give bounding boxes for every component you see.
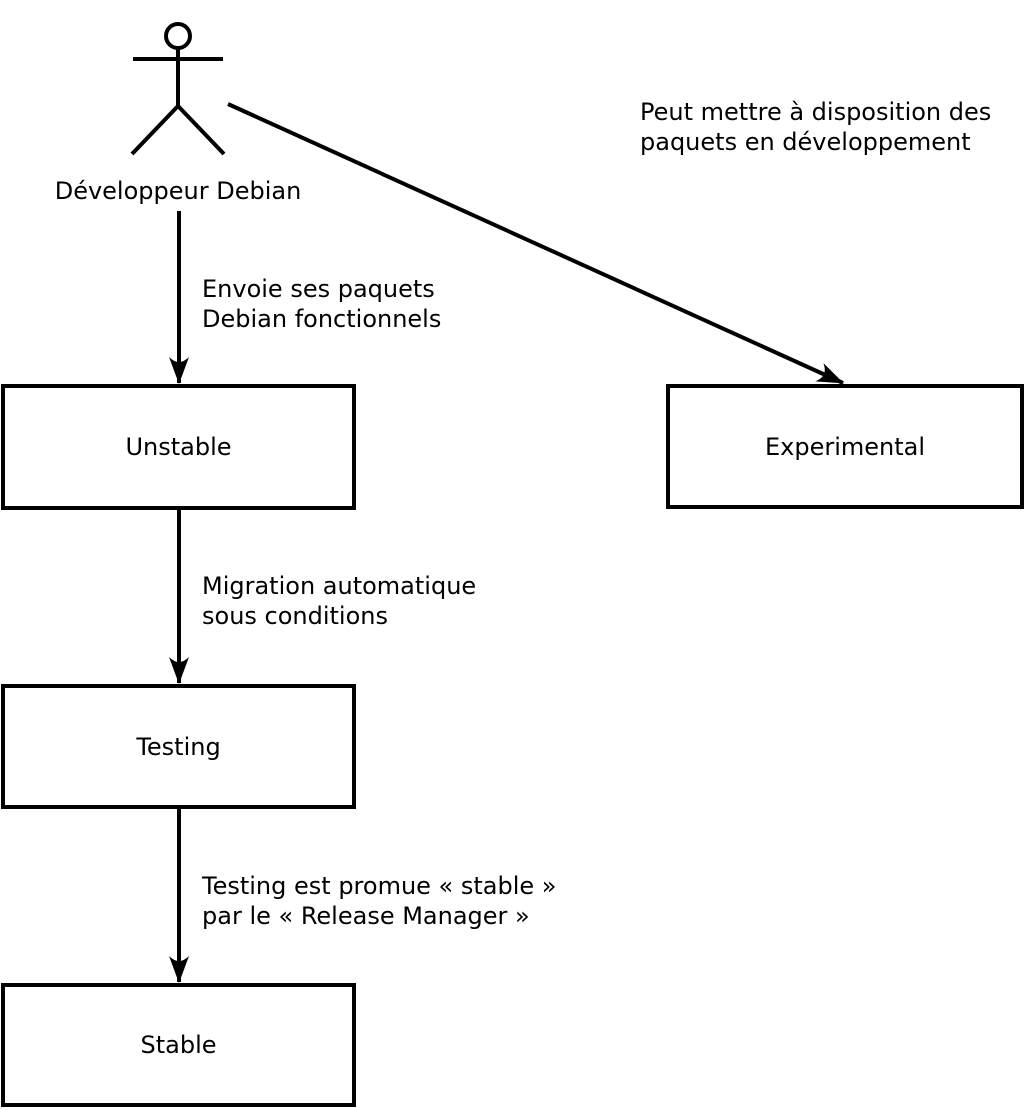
node-unstable: Unstable <box>1 384 356 510</box>
node-stable: Stable <box>1 983 356 1107</box>
edge-label-line: Testing est promue « stable » <box>202 872 557 900</box>
actor-label: Développeur Debian <box>54 177 302 205</box>
actor-right-leg <box>176 104 226 156</box>
node-experimental-label: Experimental <box>764 432 926 461</box>
edge-label-line: Debian fonctionnels <box>202 305 442 333</box>
node-stable-label: Stable <box>140 1031 217 1059</box>
edge-label-actor-to-unstable: Envoie ses paquets Debian fonctionnels <box>202 274 441 334</box>
edge-label-line: Peut mettre à disposition des <box>640 98 992 126</box>
edge-label-testing-to-stable: Testing est promue « stable » par le « R… <box>202 871 556 931</box>
edge-label-unstable-to-testing: Migration automatique sous conditions <box>202 571 476 631</box>
edge-label-actor-to-experimental: Peut mettre à disposition des paquets en… <box>640 97 991 157</box>
arrow-actor-to-experimental <box>227 102 844 385</box>
node-experimental: Experimental <box>666 384 1024 509</box>
actor-icon <box>130 22 226 156</box>
edge-label-line: Migration automatique <box>202 572 477 600</box>
edge-label-line: sous conditions <box>202 602 388 630</box>
node-testing-label: Testing <box>136 732 221 761</box>
actor-head <box>164 22 192 50</box>
edge-label-line: Envoie ses paquets <box>202 275 435 303</box>
node-unstable-label: Unstable <box>125 433 232 461</box>
actor-left-leg <box>130 104 180 156</box>
node-testing: Testing <box>1 684 356 809</box>
edge-label-line: par le « Release Manager » <box>202 902 530 930</box>
edge-label-line: paquets en développement <box>640 128 971 156</box>
